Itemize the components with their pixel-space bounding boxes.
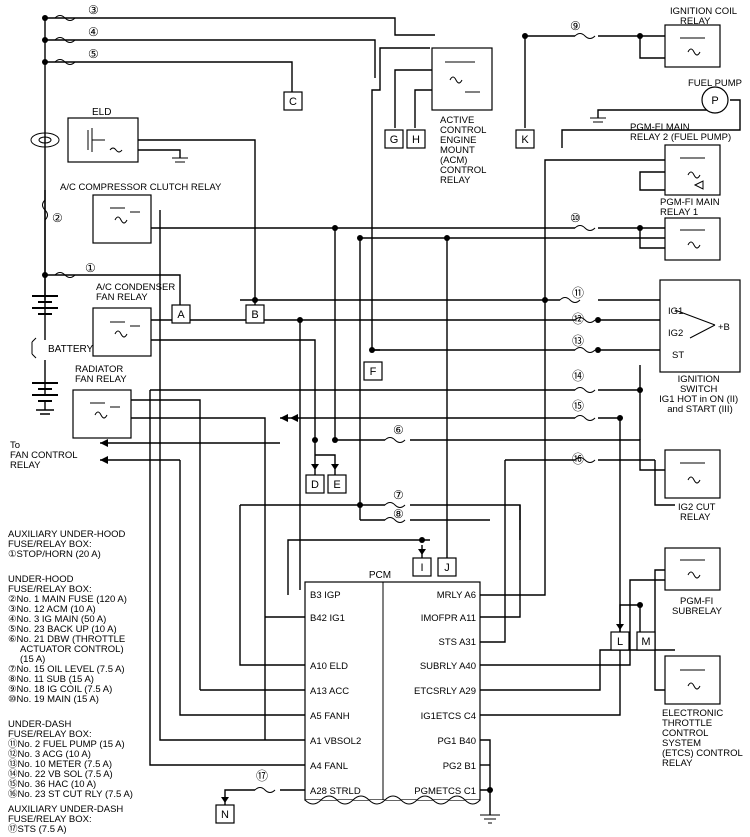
switch-terminal-ig1: IG1 [668,306,683,317]
battery-label: BATTERY [48,344,94,355]
fuse-label: ⑧ [393,507,404,521]
pcm-pin: SUBRLY A40 [420,661,476,672]
legend-under-hood: UNDER-HOOD FUSE/RELAY BOX: ②No. 1 MAIN F… [8,574,130,705]
pcm-pin: A1 VBSOL2 [310,736,361,747]
fuse-label: ① [85,261,96,275]
fuse-label: ⑯ [572,452,584,466]
fuse-label: ⑮ [572,399,584,413]
connector-label: A [177,309,185,321]
connector-label: N [221,809,229,821]
fuse-label: ⑥ [393,423,404,437]
connector-label: E [333,479,340,491]
fuse-legend: AUXILIARY UNDER-HOOD FUSE/RELAY BOX: ①ST… [8,529,133,835]
fuse-label: ⑭ [572,369,584,383]
connector-label: C [289,96,297,108]
pcm-pin: ETCSRLY A29 [414,686,476,697]
fuse-label: ⑬ [572,334,584,348]
connector-label: H [412,134,420,146]
switch-terminal-b: +B [718,322,730,333]
pcm-pin: PG2 B1 [443,761,476,772]
fuse-label: ③ [88,3,99,17]
pcm-pin: STS A31 [439,637,477,648]
fuse-label: ⑩ [570,211,581,225]
connector-label: L [617,636,623,648]
fuse-label: ⑪ [572,286,584,300]
pcm-pin: IG1ETCS C4 [421,711,476,722]
fuse-label: ⑰ [256,769,268,783]
fuse-labels: ① ② ③ ④ ⑤ ⑥ ⑦ ⑧ ⑨ ⑩ ⑪ ⑫ ⑬ ⑭ ⑮ ⑯ ⑰ [52,3,584,783]
pcm-pin: MRLY A6 [437,590,476,601]
connector-label: I [420,562,423,574]
ignition-switch-label: IGNITION SWITCH IG1 HOT in ON (II) and S… [659,374,741,415]
switch-terminal-st: ST [672,350,684,361]
eld-sensor: ELD [30,107,188,163]
connector-label: F [370,366,377,378]
fuse-label: ⑤ [88,47,99,61]
arrows [100,414,624,803]
legend-aux-under-hood: AUXILIARY UNDER-HOOD FUSE/RELAY BOX: ①ST… [8,529,128,560]
connector-label: G [390,134,399,146]
connector-label: K [521,134,529,146]
fuse-label: ⑫ [572,312,584,326]
pcm-title: PCM [369,570,391,581]
legend-aux-under-dash: AUXILIARY UNDER-DASH FUSE/RELAY BOX: ⑰ST… [8,804,126,835]
fuse-symbols [42,15,596,793]
pcm-right-pins: MRLY A6 IMOFPR A11 STS A31 SUBRLY A40 ET… [414,590,476,797]
connector-label: B [251,309,258,321]
fuel-pump-label: FUEL PUMP [688,78,742,89]
connector-label: D [311,479,319,491]
ac-compressor-relay-label: A/C COMPRESSOR CLUTCH RELAY [60,182,222,193]
pcm-pin: A5 FANH [310,711,350,722]
legend-under-dash: UNDER-DASH FUSE/RELAY BOX: ⑪No. 2 FUEL P… [8,719,133,800]
junction-dots [42,15,643,793]
wires [44,16,741,815]
pcm-pin: A4 FANL [310,761,348,772]
fuse-label: ⑨ [570,19,581,33]
pcm-pin: PG1 B40 [437,736,476,747]
pcm-pin: A28 STRLD [310,786,361,797]
acm-relay-label: ACTIVE CONTROL ENGINE MOUNT (ACM) CONTRO… [440,115,489,186]
eld-label: ELD [92,107,111,118]
battery: BATTERY [31,295,94,415]
etcs-relay-label: ELECTRONIC THROTTLE CONTROL SYSTEM (ETCS… [662,708,745,769]
fuel-pump-symbol: P [711,95,718,107]
pcm-pin: B42 IG1 [310,613,345,624]
connector-label: J [444,562,450,574]
pcm-pin: A10 ELD [310,661,348,672]
relay-boxes: P [72,24,741,705]
fuse-label: ② [52,211,63,225]
pcm-pin: B3 IGP [310,590,341,601]
connectors: A B C D E F G H I J K L M N [171,91,656,824]
switch-terminal-ig2: IG2 [668,328,683,339]
fuse-label: ④ [88,25,99,39]
pcm: PCM B3 IGP B42 IG1 A10 ELD A13 ACC A5 FA… [304,570,500,824]
pcm-pin: PGMETCS C1 [414,786,476,797]
connector-label: M [641,636,650,648]
pcm-pin: IMOFPR A11 [421,613,476,624]
pcm-left-pins: B3 IGP B42 IG1 A10 ELD A13 ACC A5 FANH A… [310,590,361,797]
fuse-label: ⑦ [393,488,404,502]
pcm-pin: A13 ACC [310,686,349,697]
